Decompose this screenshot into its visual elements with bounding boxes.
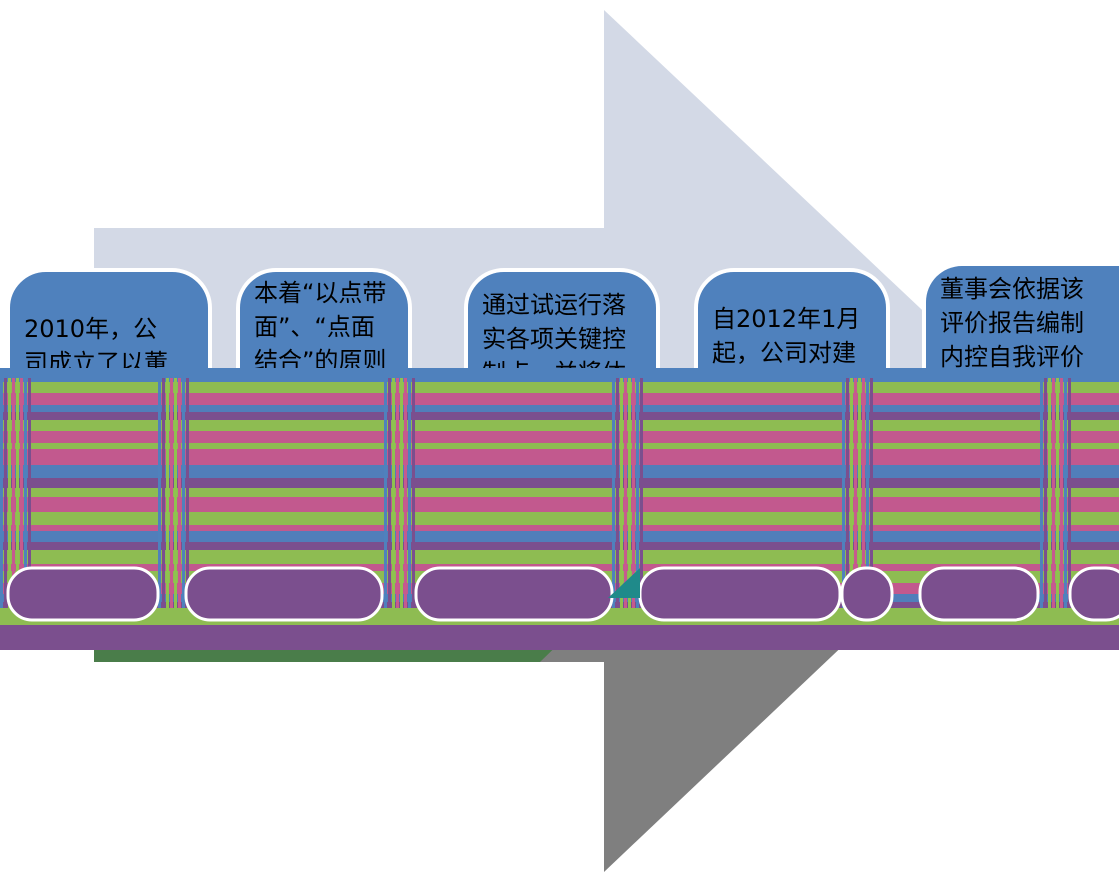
step-text-5: 董事会依据该 评价报告编制 内控自我评价 xyxy=(940,275,1084,371)
step-box-4: 自2012年1月 起，公司对建 公告披露。 xyxy=(694,268,890,624)
step-text-1: 2010年，公 司成立了以董 xyxy=(24,315,168,377)
step-box-1: 2010年，公 司成立了以董 体系。 xyxy=(6,268,212,624)
step-box-3: 通过试运行落 实各项关键控 制点，并将体 xyxy=(464,268,660,624)
step-footer-1: 体系。 xyxy=(28,582,95,607)
step-text-2: 本着“以点带 面”、“点面 结合”的原则 xyxy=(254,279,387,375)
step-text-3: 通过试运行落 实各项关键控 制点，并将体 xyxy=(482,291,626,387)
step-box-2: 本着“以点带 面”、“点面 结合”的原则 运行。 xyxy=(236,268,412,624)
step-text-4: 自2012年1月 起，公司对建 xyxy=(712,305,861,367)
step-footer-2: 运行。 xyxy=(258,582,325,607)
step-footer-4: 公告披露。 xyxy=(716,582,827,607)
step-box-5: 董事会依据该 评价报告编制 内控自我评价 xyxy=(922,262,1119,624)
